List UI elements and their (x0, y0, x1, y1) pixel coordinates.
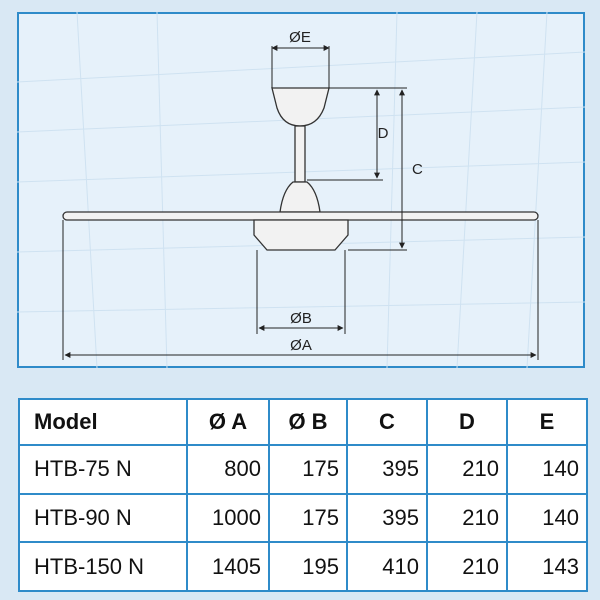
background-grid-pattern (17, 12, 585, 368)
dimensions-table: Model Ø A Ø B C D E HTB-75 N 800 175 395… (18, 398, 588, 592)
dimension-label-d: D (378, 125, 389, 142)
cell-e: 140 (506, 492, 588, 544)
cell-e: 143 (506, 541, 588, 592)
cell-b: 195 (268, 541, 348, 592)
light-housing (253, 219, 349, 251)
cell-model: HTB-75 N (18, 444, 188, 495)
cell-c: 395 (346, 492, 428, 544)
cell-b: 175 (268, 444, 348, 495)
cell-c: 410 (346, 541, 428, 592)
ceiling-fan-drawing (62, 87, 539, 251)
downrod (294, 125, 306, 183)
cell-a: 1405 (186, 541, 270, 592)
header-e: E (506, 398, 588, 446)
table-row: HTB-90 N 1000 175 395 210 140 (18, 492, 588, 544)
dimension-label-a: ØA (290, 337, 312, 354)
dimension-label-e: ØE (289, 29, 311, 46)
cell-d: 210 (426, 444, 508, 495)
dimension-label-b: ØB (290, 310, 312, 327)
cell-d: 210 (426, 492, 508, 544)
ceiling-fan-dimension-diagram: ØE D C ØB ØA (17, 12, 585, 368)
cell-model: HTB-150 N (18, 541, 188, 592)
cell-b: 175 (268, 492, 348, 544)
cell-d: 210 (426, 541, 508, 592)
table-row: HTB-75 N 800 175 395 210 140 (18, 444, 588, 495)
header-model: Model (18, 398, 188, 446)
cell-c: 395 (346, 444, 428, 495)
table-header-row: Model Ø A Ø B C D E (18, 398, 588, 446)
cell-e: 140 (506, 444, 588, 495)
cell-model: HTB-90 N (18, 492, 188, 544)
header-c: C (346, 398, 428, 446)
cell-a: 800 (186, 444, 270, 495)
header-diameter-b: Ø B (268, 398, 348, 446)
header-d: D (426, 398, 508, 446)
header-diameter-a: Ø A (186, 398, 270, 446)
cell-a: 1000 (186, 492, 270, 544)
table-row: HTB-150 N 1405 195 410 210 143 (18, 541, 588, 592)
dimension-label-c: C (412, 161, 423, 178)
dimension-lines (62, 45, 539, 360)
fan-blades (62, 211, 539, 221)
